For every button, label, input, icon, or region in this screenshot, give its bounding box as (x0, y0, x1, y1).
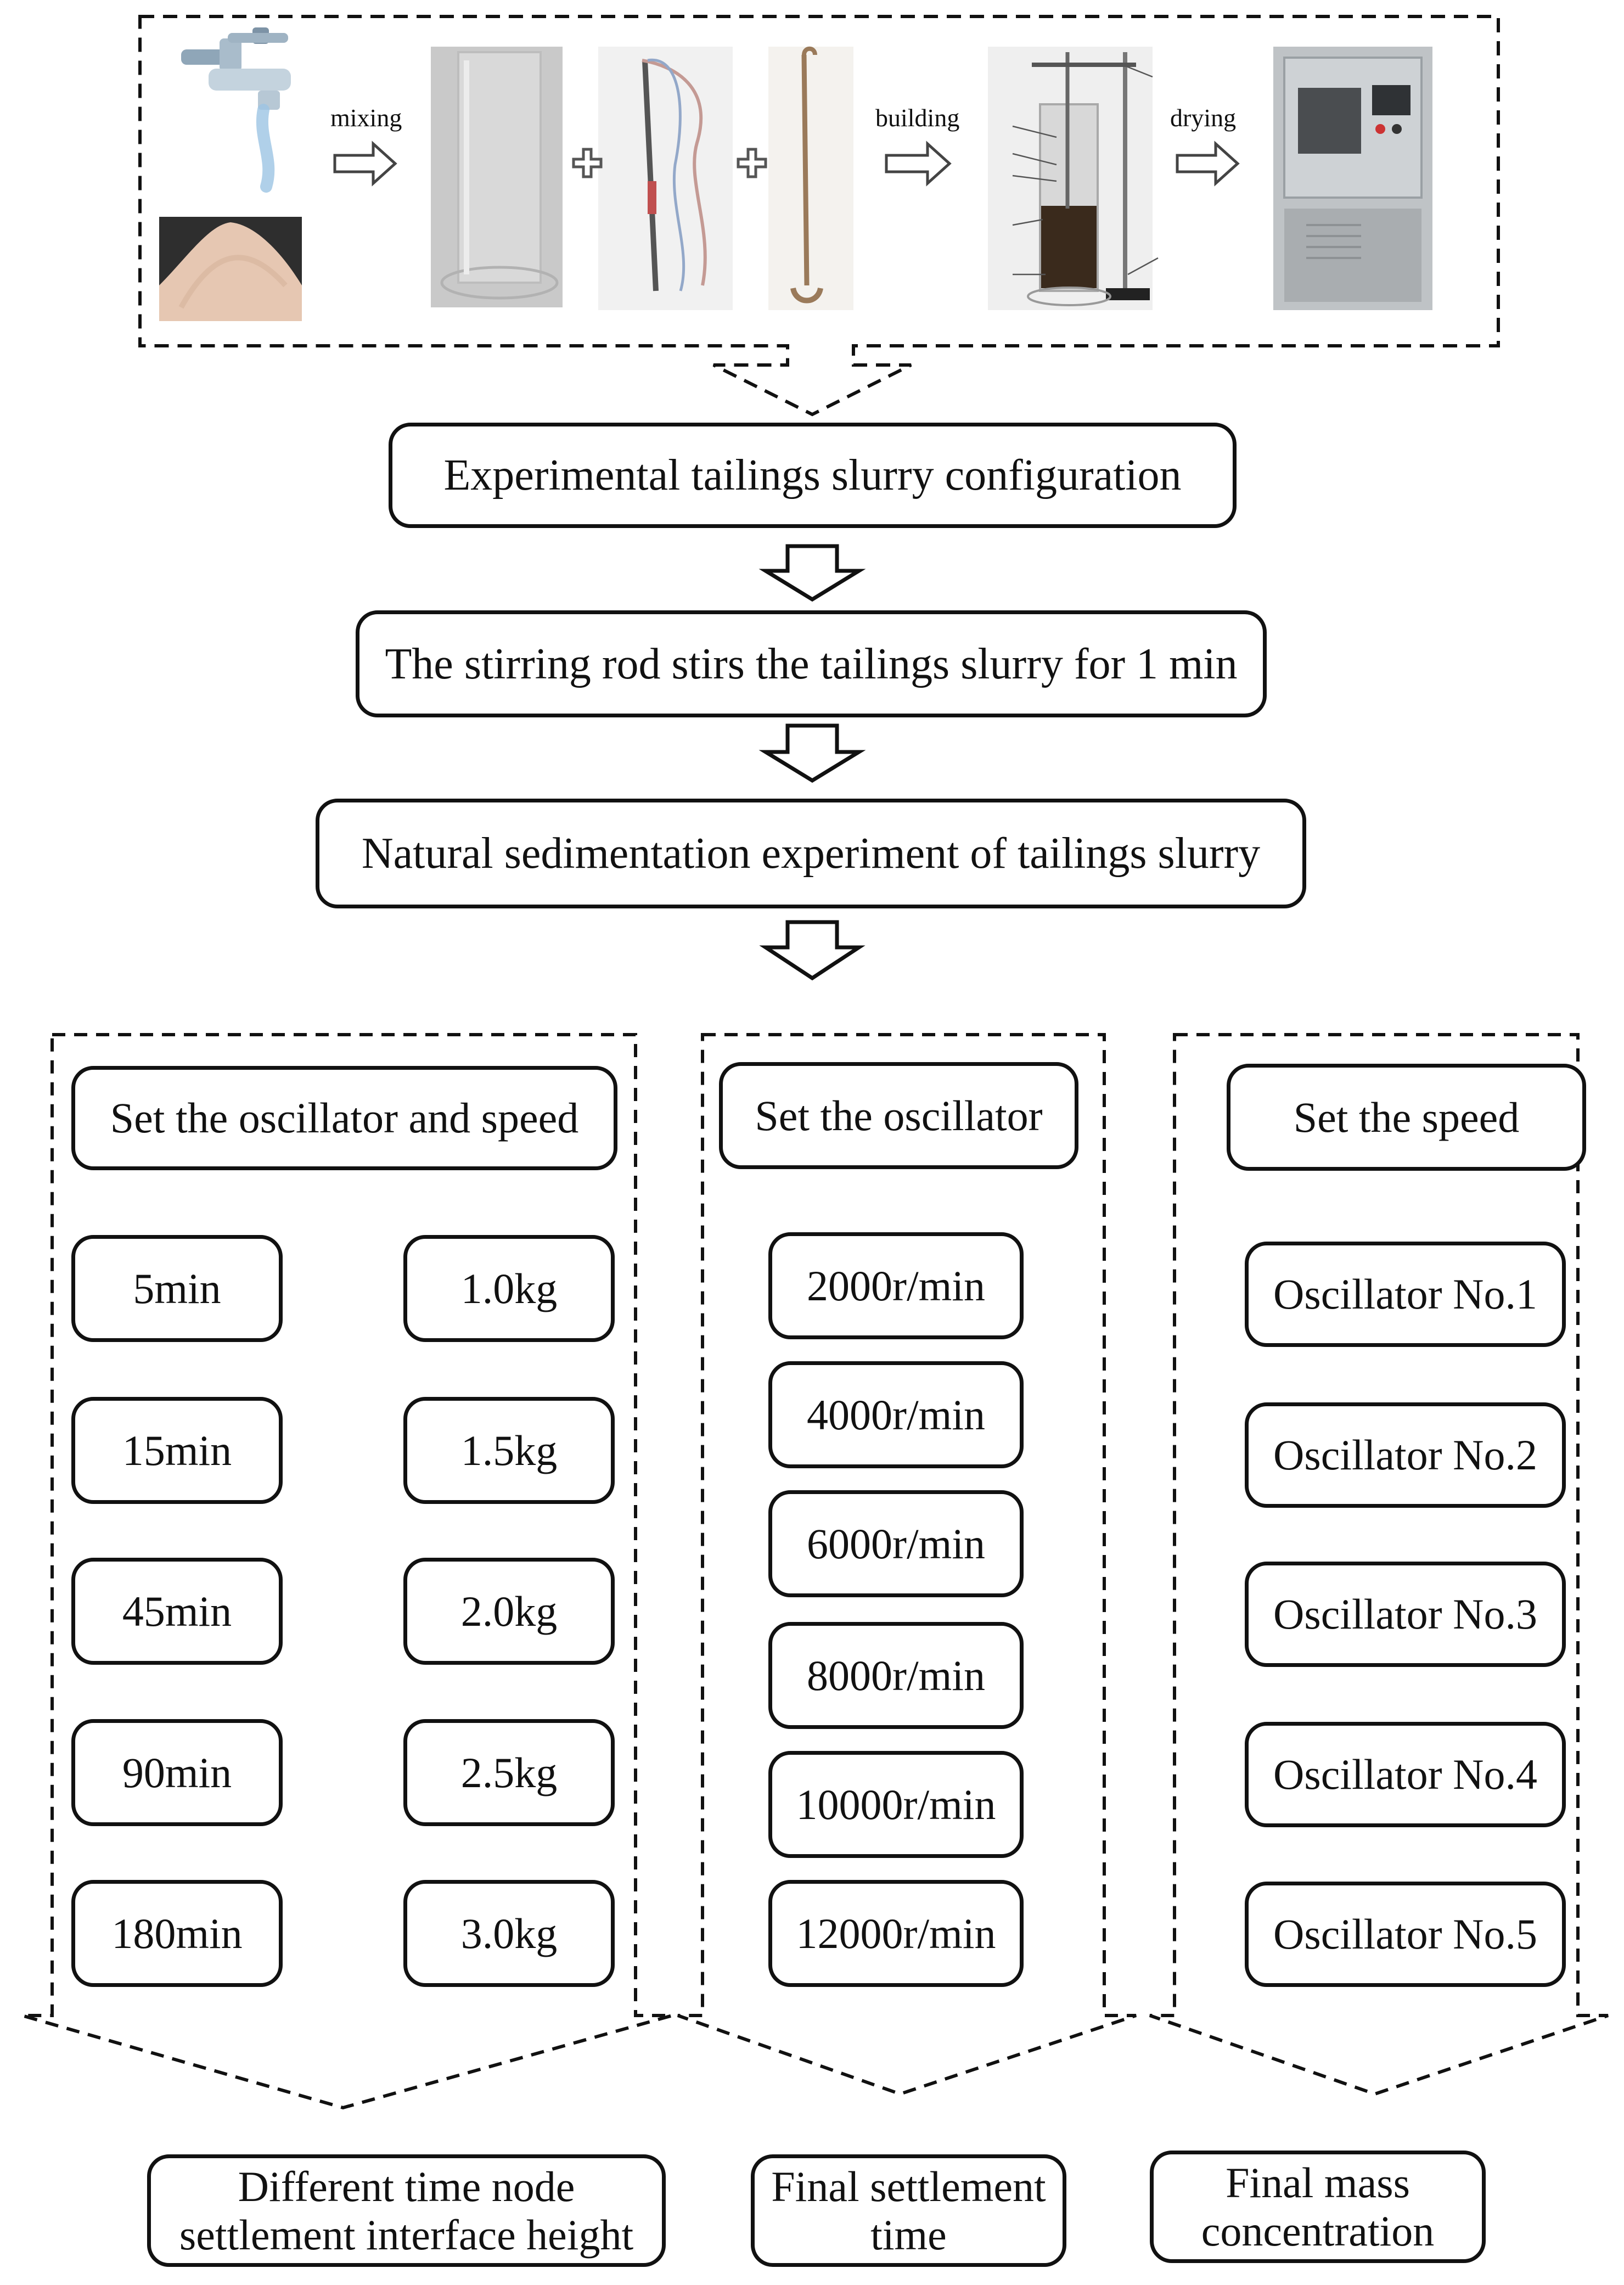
column-1-frame (21, 1033, 673, 2110)
speed-item: 4000r/min (768, 1361, 1024, 1468)
tailings-sand-photo (159, 217, 302, 321)
time-node-item: 90min (71, 1719, 283, 1826)
speed-item: 2000r/min (768, 1232, 1024, 1339)
mass-item: 3.0kg (403, 1880, 615, 1987)
mass-item: 2.5kg (403, 1719, 615, 1826)
mass-item: 2.0kg (403, 1558, 615, 1665)
header-set-oscillator: Set the oscillator (719, 1062, 1078, 1169)
time-node-item: 5min (71, 1235, 283, 1342)
drying-label: drying (1170, 104, 1237, 132)
settling-column-photo (988, 47, 1159, 310)
building-arrow (885, 141, 952, 187)
output-mass-concentration: Final mass concentration (1150, 2151, 1486, 2263)
oscillator-item: Oscillator No.2 (1245, 1402, 1566, 1508)
water-tap-photo (181, 27, 291, 193)
drying-arrow (1176, 141, 1240, 187)
down-arrow-3 (759, 920, 866, 981)
time-node-item: 15min (71, 1397, 283, 1504)
sensor-cable-photo (598, 47, 733, 310)
speed-item: 10000r/min (768, 1751, 1024, 1858)
step-stirring: The stirring rod stirs the tailings slur… (356, 610, 1267, 717)
time-node-item: 180min (71, 1880, 283, 1987)
speed-item: 8000r/min (768, 1622, 1024, 1729)
building-label: building (875, 104, 960, 132)
stirring-rod-photo (768, 46, 853, 310)
time-node-item: 45min (71, 1558, 283, 1665)
header-oscillator-and-speed: Set the oscillator and speed (71, 1066, 617, 1170)
mixing-arrow (333, 141, 397, 187)
mass-item: 1.5kg (403, 1397, 615, 1504)
column-3-frame (1149, 1033, 1609, 2096)
output-settlement-time: Final settlement time (751, 2154, 1066, 2267)
mass-item: 1.0kg (403, 1235, 615, 1342)
column-2-frame (677, 1033, 1137, 2096)
oscillator-item: Oscillator No.5 (1245, 1882, 1566, 1987)
header-set-speed: Set the speed (1227, 1064, 1586, 1171)
plus-sign-2 (737, 148, 767, 178)
mixing-label: mixing (330, 104, 402, 132)
step-slurry-configuration: Experimental tailings slurry configurati… (389, 423, 1237, 528)
down-arrow-1 (758, 544, 866, 602)
output-interface-height: Different time node settlement interface… (147, 2154, 666, 2267)
oscillator-item: Oscillator No.1 (1245, 1242, 1566, 1347)
plus-sign-1 (572, 148, 603, 178)
speed-item: 6000r/min (768, 1490, 1024, 1597)
oscillator-item: Oscillator No.3 (1245, 1562, 1566, 1667)
oscillator-item: Oscillator No.4 (1245, 1722, 1566, 1827)
drying-oven-photo (1273, 47, 1432, 310)
down-arrow-2 (758, 723, 866, 783)
acrylic-cylinder-photo (431, 47, 563, 307)
step-natural-sedimentation: Natural sedimentation experiment of tail… (316, 799, 1306, 908)
speed-item: 12000r/min (768, 1880, 1024, 1987)
